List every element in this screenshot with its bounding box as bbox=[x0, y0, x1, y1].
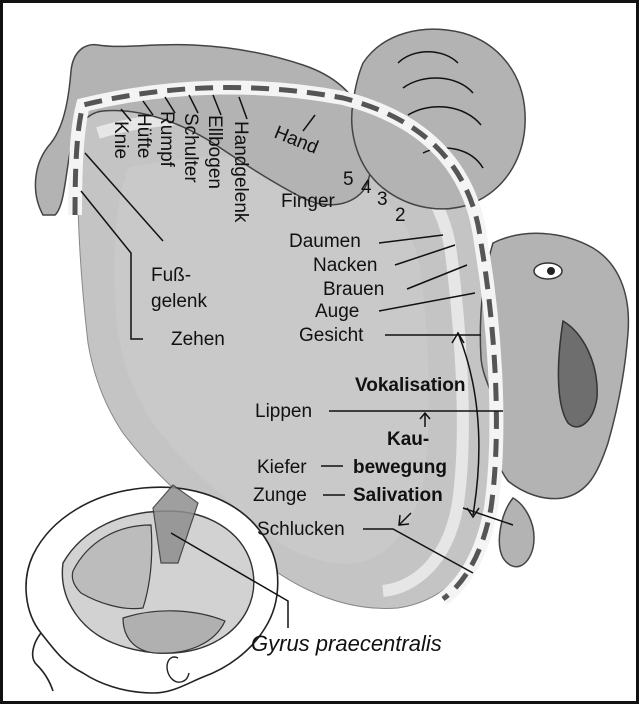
head-tongue bbox=[499, 498, 534, 567]
label-finger-2: 2 bbox=[395, 205, 406, 226]
label-ellbogen: Ellbogen bbox=[204, 115, 225, 189]
homunculus-hand-icon bbox=[352, 29, 525, 209]
label-huefte: Hüfte bbox=[133, 113, 154, 158]
label-daumen: Daumen bbox=[289, 231, 361, 252]
label-kiefer: Kiefer bbox=[257, 457, 307, 478]
label-kaubewegung-2: bewegung bbox=[353, 457, 447, 478]
label-gesicht: Gesicht bbox=[299, 325, 364, 346]
label-finger-3: 3 bbox=[377, 189, 388, 210]
label-zehen: Zehen bbox=[171, 329, 225, 350]
label-finger-5: 5 bbox=[343, 169, 354, 190]
label-nacken: Nacken bbox=[313, 255, 377, 276]
label-finger-4: 4 bbox=[361, 177, 372, 198]
label-rumpf: Rumpf bbox=[156, 111, 177, 168]
label-knie: Knie bbox=[110, 121, 131, 159]
label-gyrus-praecentralis: Gyrus praecentralis bbox=[251, 631, 442, 656]
label-fussgelenk-1: Fuß- bbox=[151, 265, 191, 286]
label-schlucken: Schlucken bbox=[257, 519, 345, 540]
label-vokalisation: Vokalisation bbox=[355, 375, 466, 396]
label-salivation: Salivation bbox=[353, 485, 443, 506]
label-finger: Finger bbox=[281, 191, 336, 212]
head-pupil bbox=[547, 267, 555, 275]
label-handgelenk: Handgelenk bbox=[230, 121, 251, 223]
label-brauen: Brauen bbox=[323, 279, 384, 300]
diagram-canvas: Knie Hüfte Rumpf Schulter Ellbogen Handg… bbox=[3, 3, 636, 701]
label-fussgelenk-2: gelenk bbox=[151, 291, 207, 312]
label-auge: Auge bbox=[315, 301, 359, 322]
label-zunge: Zunge bbox=[253, 485, 307, 506]
label-lippen: Lippen bbox=[255, 401, 312, 422]
label-schulter: Schulter bbox=[180, 113, 201, 183]
label-kaubewegung-1: Kau- bbox=[387, 429, 429, 450]
